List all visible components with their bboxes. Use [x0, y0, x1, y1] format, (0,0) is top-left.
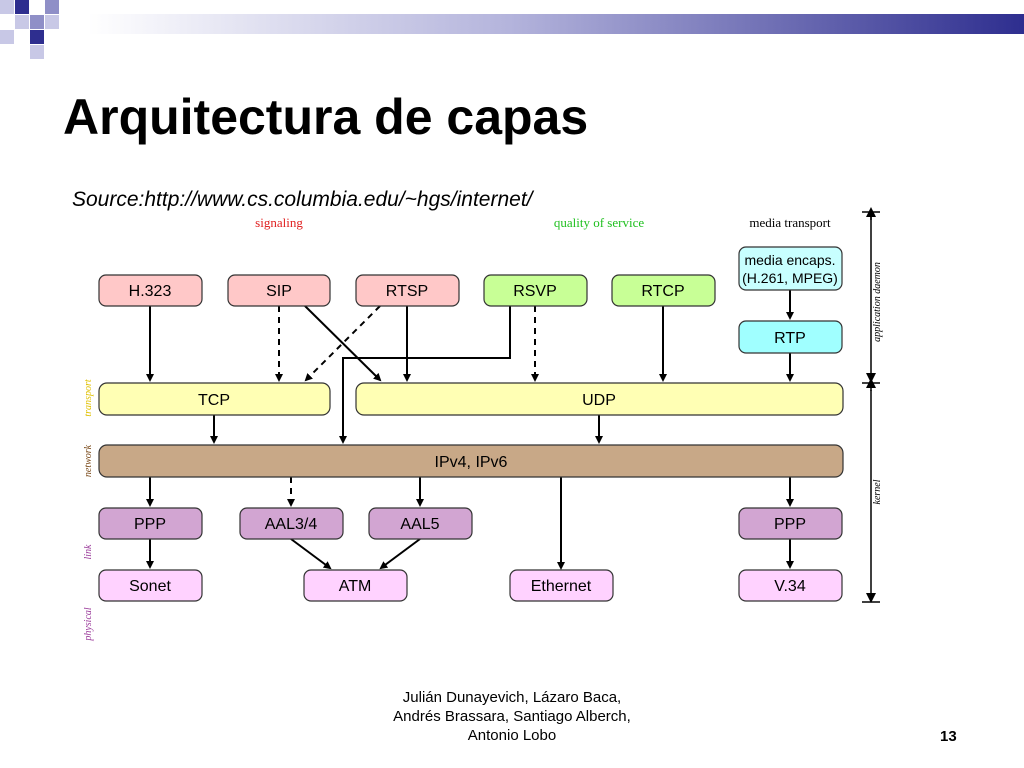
node-rtsp: RTSP: [355, 274, 460, 307]
node-h323: H.323: [98, 274, 203, 307]
node-rsvp: RSVP: [483, 274, 588, 307]
logo-square: [30, 30, 44, 44]
source-caption: Source:http://www.cs.columbia.edu/~hgs/i…: [72, 188, 533, 211]
side-label-application: application daemon: [872, 262, 883, 342]
svg-text:(H.261, MPEG): (H.261, MPEG): [742, 270, 838, 286]
logo-square: [30, 15, 44, 29]
side-label-kernel: kernel: [872, 479, 883, 504]
node-aal34: AAL3/4: [239, 507, 344, 540]
node-udp: UDP: [355, 382, 844, 416]
node-ipv4-ipv6: IPv4, IPv6: [98, 444, 844, 478]
node-rtp: RTP: [738, 320, 843, 354]
svg-text:TCP: TCP: [198, 392, 230, 409]
header-media-transport: media transport: [749, 215, 831, 230]
node-media-encaps: media encaps. (H.261, MPEG): [738, 246, 843, 291]
node-sonet: Sonet: [98, 569, 203, 602]
header-qos: quality of service: [554, 215, 644, 230]
logo-square: [45, 15, 59, 29]
svg-text:RTSP: RTSP: [386, 283, 428, 300]
logo-square: [15, 0, 29, 14]
svg-text:AAL5: AAL5: [400, 516, 439, 533]
svg-text:ATM: ATM: [339, 578, 372, 595]
side-label-transport: transport: [83, 379, 94, 416]
logo-square: [45, 0, 59, 14]
svg-text:Sonet: Sonet: [129, 578, 171, 595]
svg-text:PPP: PPP: [134, 516, 166, 533]
logo-square: [30, 45, 44, 59]
node-rtcp: RTCP: [611, 274, 716, 307]
footer-line: Julián Dunayevich, Lázaro Baca,: [402, 689, 622, 706]
svg-text:IPv4, IPv6: IPv4, IPv6: [435, 454, 508, 471]
logo-squares: [0, 0, 59, 59]
side-label-physical: physical: [83, 607, 94, 642]
svg-text:RTP: RTP: [774, 330, 806, 347]
right-bracket: [862, 207, 880, 603]
side-label-network: network: [83, 444, 94, 477]
node-ppp-right: PPP: [738, 507, 843, 540]
logo-square: [15, 15, 29, 29]
footer-line: Antonio Lobo: [467, 727, 557, 744]
node-sip: SIP: [227, 274, 331, 307]
page-number: 13: [940, 728, 957, 745]
node-ethernet: Ethernet: [509, 569, 614, 602]
page-title: Arquitectura de capas: [63, 89, 589, 145]
svg-text:AAL3/4: AAL3/4: [265, 516, 318, 533]
header-signaling: signaling: [255, 215, 303, 230]
logo-square: [0, 30, 14, 44]
connectors: [146, 290, 794, 570]
node-v34: V.34: [738, 569, 843, 602]
footer-line: Andrés Brassara, Santiago Alberch,: [393, 708, 631, 725]
svg-text:H.323: H.323: [129, 283, 172, 300]
footer-authors: Julián Dunayevich, Lázaro Baca, Andrés B…: [362, 688, 662, 745]
svg-text:RSVP: RSVP: [513, 283, 557, 300]
node-aal5: AAL5: [368, 507, 473, 540]
logo-square: [0, 0, 14, 14]
svg-text:PPP: PPP: [774, 516, 806, 533]
svg-text:RTCP: RTCP: [641, 283, 684, 300]
side-label-link: link: [83, 544, 94, 560]
svg-text:media encaps.: media encaps.: [744, 252, 835, 268]
svg-text:V.34: V.34: [774, 578, 806, 595]
node-tcp: TCP: [98, 382, 331, 416]
svg-text:Ethernet: Ethernet: [531, 578, 592, 595]
svg-text:UDP: UDP: [582, 392, 616, 409]
header-gradient-bar: [88, 14, 1024, 34]
node-atm: ATM: [303, 569, 408, 602]
node-ppp-left: PPP: [98, 507, 203, 540]
svg-text:SIP: SIP: [266, 283, 292, 300]
